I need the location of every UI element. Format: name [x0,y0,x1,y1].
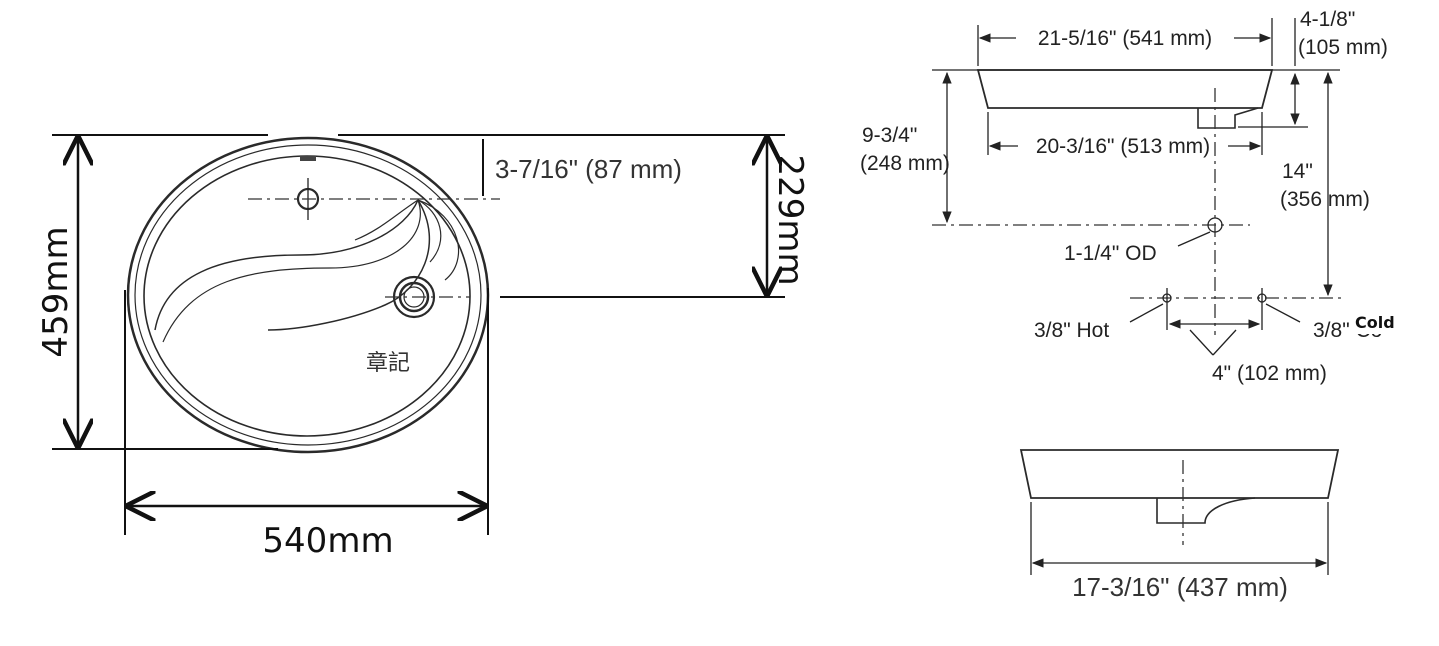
swirl-pattern [154,199,460,343]
top-view: 459mm 540mm 229mm 3-7/16" (87 mm) 章記 [36,134,810,561]
sink-profile [976,69,1274,129]
drain-od-label: 1-1/4" OD [1064,242,1157,265]
supply-height-line1: 14" [1282,160,1313,183]
supply-spacing-label: 4" (102 mm) [1212,362,1327,385]
end-view: 17-3/16" (437 mm) [1019,449,1340,602]
drain-height-line2: (248 mm) [860,152,950,175]
side-view: 21-5/16" (541 mm) 4-1/8" (105 mm) 20-3/1… [860,8,1406,385]
overall-width-label: 21-5/16" (541 mm) [1038,27,1212,50]
depth-label-line1: 4-1/8" [1300,8,1355,31]
overflow-slot [300,156,316,161]
height-dimension-label: 459mm [36,226,76,357]
drain-height-line1: 9-3/4" [862,124,917,147]
depth-label-line2: (105 mm) [1298,36,1388,59]
width-dimension-label: 540mm [262,521,393,561]
end-profile [1019,449,1340,524]
watermark-text: 章記 [366,351,410,376]
inner-width-label: 20-3/16" (513 mm) [1036,135,1210,158]
half-height-dimension-label: 229mm [770,154,810,285]
supply-height-line2: (356 mm) [1280,188,1370,211]
faucet-offset-label: 3-7/16" (87 mm) [495,154,682,184]
hot-supply-label: 3/8" Hot [1034,319,1109,342]
drain-outlet [1207,217,1223,233]
end-width-label: 17-3/16" (437 mm) [1072,572,1288,602]
cold-overlay-label: Cold [1355,313,1395,332]
